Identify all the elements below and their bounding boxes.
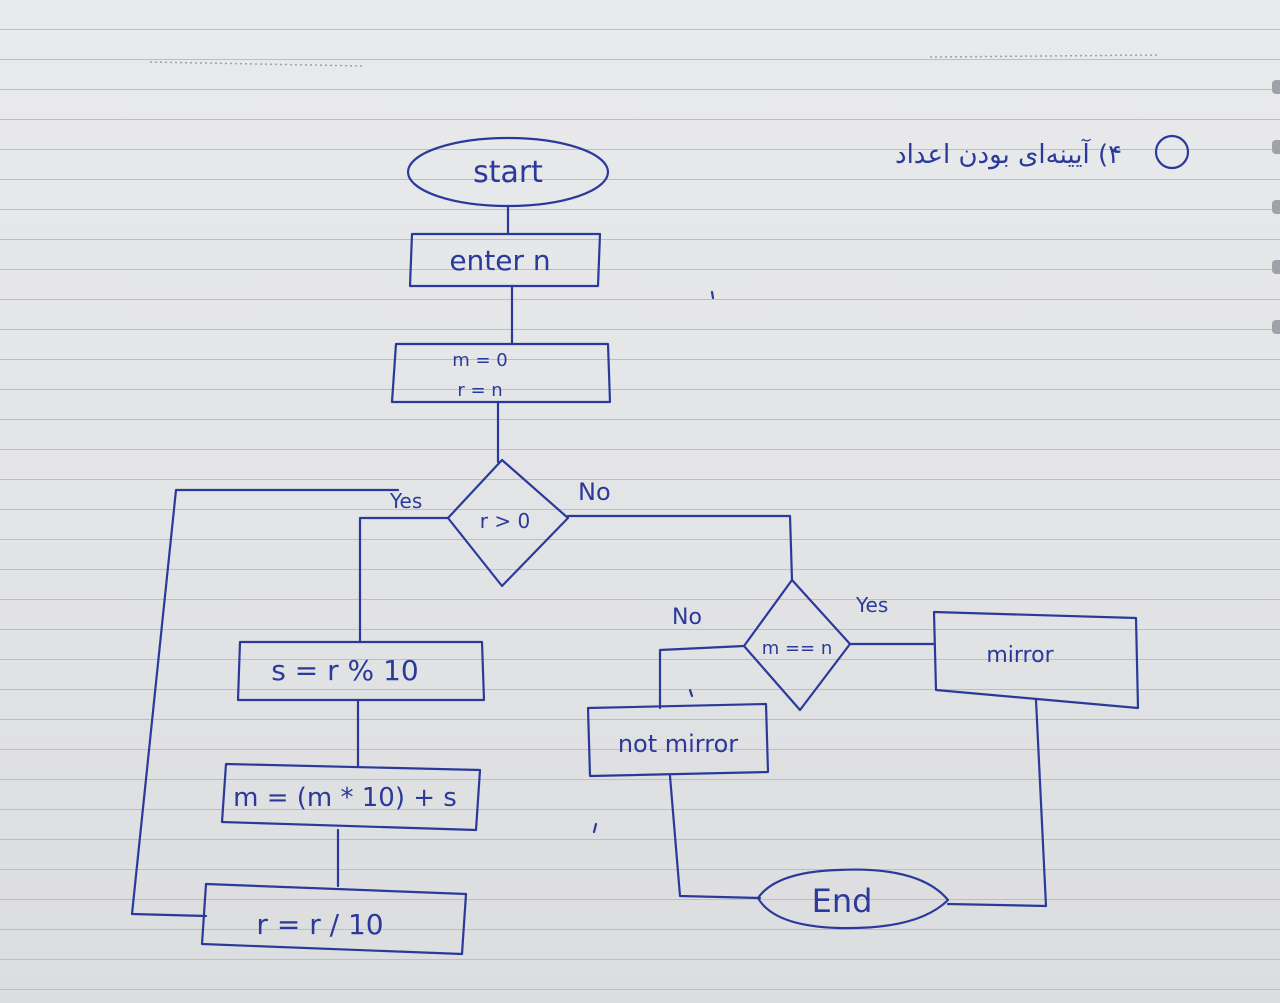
- mod-box: [236, 640, 486, 702]
- not-mirror-label: not mirror: [618, 730, 738, 758]
- pen-mark: [592, 822, 598, 834]
- start-label: start: [473, 155, 543, 190]
- no-label-r: No: [578, 478, 611, 506]
- binding-hole: [1272, 320, 1280, 334]
- connector-yes-branch: [358, 516, 450, 644]
- mirror-label: mirror: [986, 643, 1054, 668]
- connector-mirror-end: [946, 698, 1048, 908]
- decision-r-label: r > 0: [480, 509, 530, 533]
- binding-hole: [1272, 260, 1280, 274]
- connector-loop-back: [130, 488, 400, 918]
- mod-label: s = r % 10: [271, 654, 418, 687]
- divide-label: r = r / 10: [256, 908, 383, 941]
- accumulate-label: m = (m * 10) + s: [233, 783, 457, 813]
- page-title: ۴) آیینه‌ای بودن اعداد: [895, 140, 1123, 170]
- binding-hole: [1272, 200, 1280, 214]
- pen-mark: [710, 290, 715, 300]
- no-label-m: No: [672, 605, 702, 630]
- accumulate-box: [220, 762, 482, 832]
- divide-box: [200, 882, 468, 956]
- init-line2: r = n: [457, 380, 502, 401]
- end-terminal: [756, 868, 950, 930]
- mirror-box: [932, 610, 1140, 710]
- binding-hole: [1272, 80, 1280, 94]
- decision-r-diamond: [446, 458, 570, 588]
- pen-mark: [688, 688, 694, 698]
- connector-m-no: [658, 644, 746, 710]
- end-label: End: [812, 882, 873, 920]
- decision-m-diamond: [742, 578, 852, 712]
- dotted-header-right: [929, 54, 1161, 58]
- input-label: enter n: [449, 244, 550, 277]
- input-box: [408, 232, 602, 288]
- connector-notmirror-end: [668, 774, 762, 900]
- not-mirror-box: [586, 702, 770, 778]
- yes-label-r: Yes: [389, 489, 422, 513]
- init-box: [390, 342, 612, 404]
- connector-no-branch: [566, 514, 794, 582]
- yes-label-m: Yes: [855, 593, 888, 617]
- dotted-header-left: [149, 61, 366, 67]
- binding-hole: [1272, 140, 1280, 154]
- decision-m-label: m == n: [762, 638, 833, 659]
- number-circle-icon: [1154, 134, 1190, 170]
- init-line1: m = 0: [452, 350, 508, 371]
